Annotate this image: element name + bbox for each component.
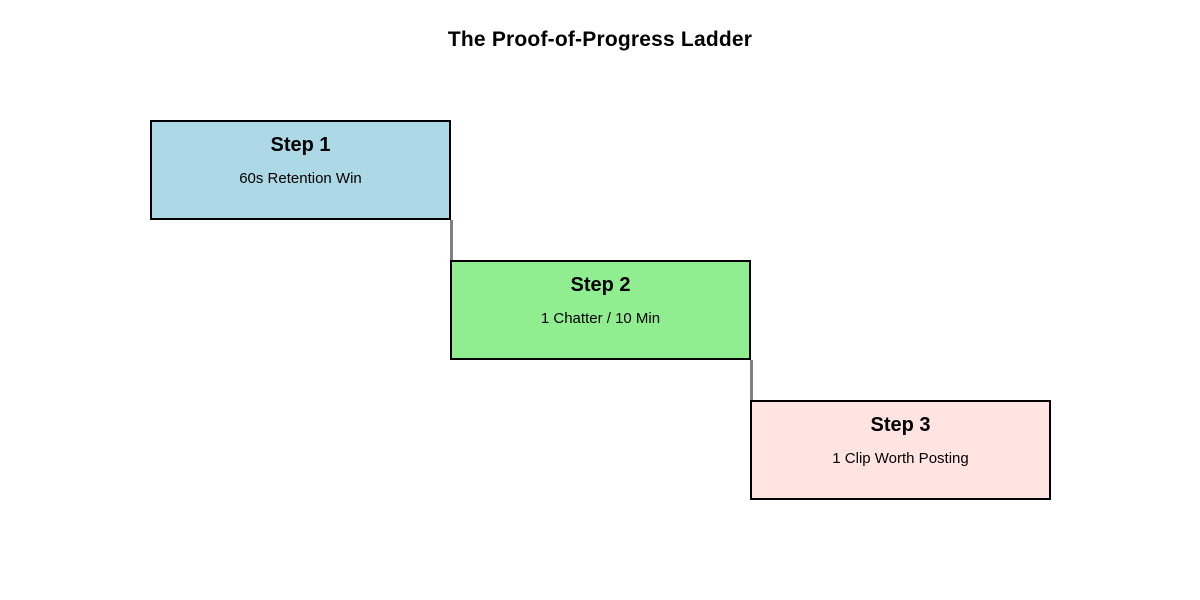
connector-step2-step3 [750, 360, 753, 400]
step-2-label: Step 2 [570, 274, 631, 296]
step-3-description: 1 Clip Worth Posting [832, 450, 969, 467]
step-2-box: Step 2 1 Chatter / 10 Min [450, 260, 751, 360]
step-1-label: Step 1 [270, 134, 331, 156]
step-3-label: Step 3 [870, 414, 931, 436]
step-3-box: Step 3 1 Clip Worth Posting [750, 400, 1051, 500]
step-1-box: Step 1 60s Retention Win [150, 120, 451, 220]
step-1-description: 60s Retention Win [239, 170, 362, 187]
step-2-description: 1 Chatter / 10 Min [540, 310, 661, 327]
diagram-title: The Proof-of-Progress Ladder [447, 28, 753, 51]
connector-step1-step2 [450, 220, 453, 260]
